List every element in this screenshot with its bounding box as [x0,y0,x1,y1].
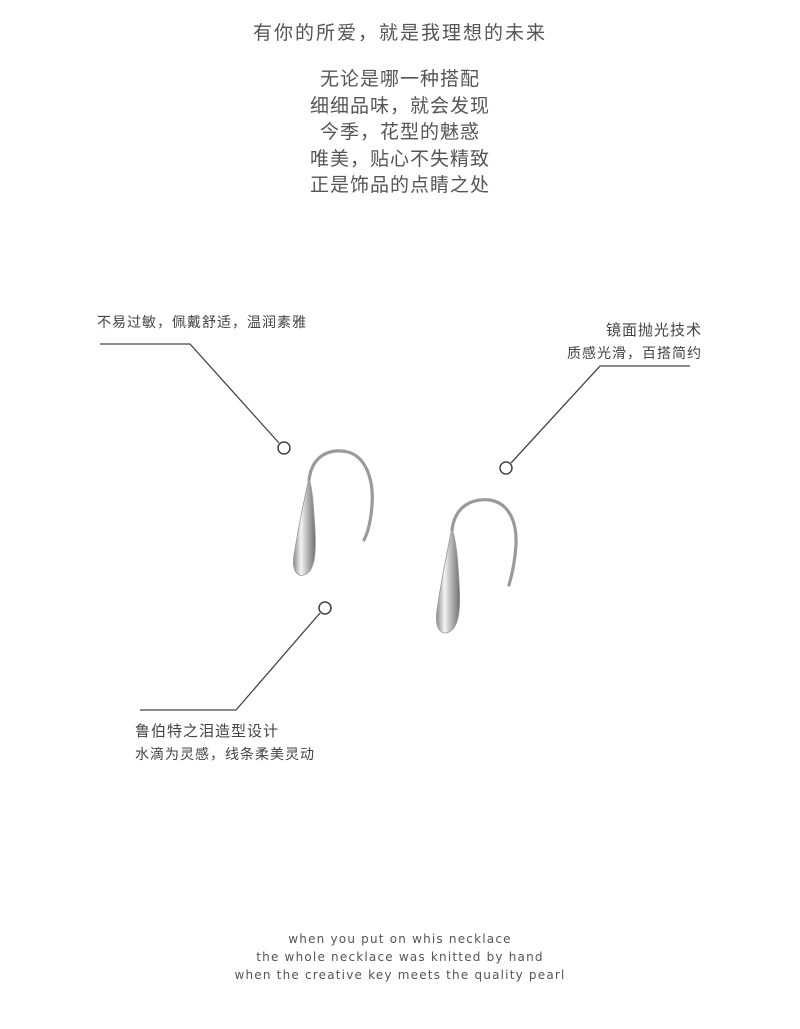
poem-line: 唯美，贴心不失精致 [309,147,490,170]
poem-line: 细细品味，就会发现 [309,94,490,117]
english-line: when the creative key meets the quality … [234,968,566,982]
headline: 有你的所爱，就是我理想的未来 [252,22,547,44]
english-line: when you put on whis necklace [288,932,512,946]
earring-left [293,449,374,576]
callout-dot [277,441,291,455]
callout-polish: 镜面抛光技术 质感光滑，百搭简约 [567,318,702,366]
poem-line: 正是饰品的点睛之处 [309,174,490,196]
callout-hypoallergenic: 不易过敏，佩戴舒适，温润素雅 [97,315,307,331]
leader-line-left-top [100,343,291,455]
callout-dot [318,601,332,615]
callout-design-title: 鲁伯特之泪造型设计 [135,722,280,740]
poem-line: 无论是哪一种搭配 [319,68,480,90]
leader-line-bottom-left [140,601,332,711]
callout-polish-desc: 质感光滑，百搭简约 [567,346,702,362]
callout-dot [499,461,513,475]
leader-line-right-top [499,365,690,475]
earring-right [436,498,518,634]
callout-polish-title: 镜面抛光技术 [605,321,702,339]
english-tagline: when you put on whis necklace the whole … [0,930,800,984]
english-line: the whole necklace was knitted by hand [256,950,544,964]
poem-line: 今季，花型的魅惑 [319,121,480,143]
poem: 无论是哪一种搭配 细细品味，就会发现 今季，花型的魅惑 唯美，贴心不失精致 正是… [0,66,800,199]
callout-design: 鲁伯特之泪造型设计 水滴为灵感，线条柔美灵动 [135,719,315,767]
callout-design-desc: 水滴为灵感，线条柔美灵动 [135,747,315,763]
